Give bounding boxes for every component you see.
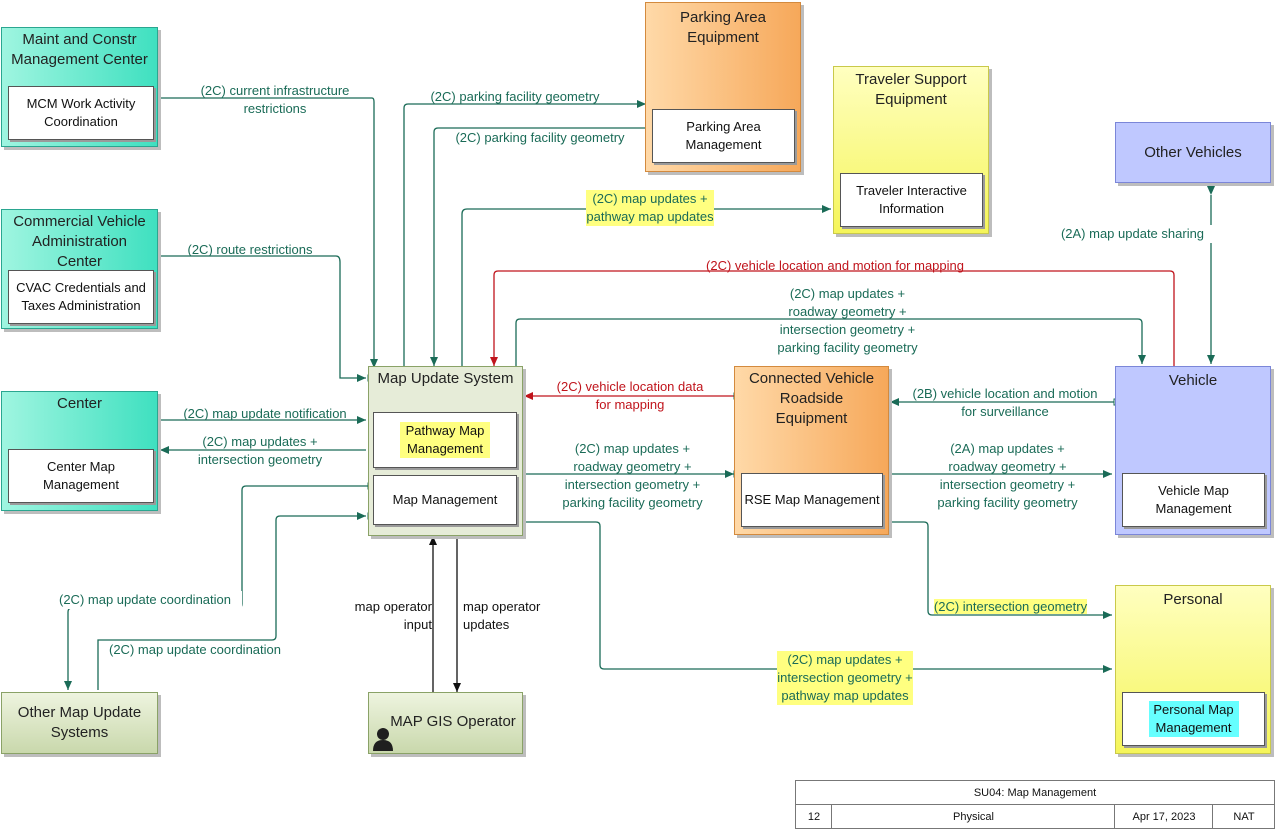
flow-line-route (154, 255, 366, 382)
vehicle-inner[interactable]: Vehicle Map Management (1122, 473, 1265, 527)
footer-row: 12 Physical Apr 17, 2023 NAT (795, 804, 1275, 829)
cva-inner[interactable]: CVAC Credentials and Taxes Administratio… (8, 270, 154, 324)
omus-box[interactable]: Other Map Update Systems (1, 692, 158, 754)
person-icon (373, 728, 393, 751)
flow-label-personal: (2C) map updates + intersection geometry… (777, 651, 913, 705)
cvre-title: Connected Vehicle Roadside Equipment (748, 370, 875, 427)
flow-line-intersection (886, 521, 1112, 619)
flow-label-parking-2: (2C) parking facility geometry (455, 130, 625, 145)
flow-label-center-updates: (2C) map updates + intersection geometry (197, 434, 323, 467)
omus-title: Other Map Update Systems (17, 704, 142, 741)
flow-label-intersection: (2C) intersection geometry (933, 599, 1088, 614)
mcm-title: Maint and Constr Management Center (11, 31, 148, 68)
flow-line-parking-2 (430, 127, 646, 366)
personal-inner[interactable]: Personal Map Management (1122, 692, 1265, 746)
parking-inner[interactable]: Parking Area Management (652, 109, 795, 163)
parking-box[interactable]: Parking Area Equipment Parking Area Mana… (645, 2, 801, 172)
personal-box[interactable]: Personal Personal Map Management (1115, 585, 1271, 754)
cvre-inner[interactable]: RSE Map Management (741, 473, 883, 527)
footer-number: 12 (807, 810, 821, 823)
gis-title: MAP GIS Operator (390, 713, 516, 730)
footer-title: SU04: Map Management (795, 780, 1275, 805)
personal-inner-label: Personal Map Management (1148, 701, 1239, 737)
mus-inner-map[interactable]: Map Management (373, 475, 517, 525)
footer-date: Apr 17, 2023 (1114, 805, 1213, 828)
flow-label-notification: (2C) map update notification (183, 406, 347, 421)
flow-label-operator-updates: map operator updates (463, 599, 541, 632)
flow-line-vehicle-motion (490, 270, 1175, 366)
flow-line-infra (154, 97, 378, 368)
flow-line-parking-1 (403, 100, 646, 370)
mus-title: Map Update System (377, 370, 514, 387)
mus-inner-pathway-label: Pathway Map Management (400, 422, 490, 458)
flow-line-coord-2 (97, 512, 366, 690)
flow-label-sharing: (2A) map update sharing (1050, 225, 1215, 243)
mcm-box[interactable]: Maint and Constr Management Center MCM W… (1, 27, 158, 147)
center-inner[interactable]: Center Map Management (8, 449, 154, 503)
parking-title: Parking Area Equipment (680, 9, 766, 46)
footer-status: NAT (1212, 805, 1275, 828)
mus-inner-pathway[interactable]: Pathway Map Management (373, 412, 517, 468)
traveler-inner[interactable]: Traveler Interactive Information (840, 173, 983, 227)
traveler-title: Traveler Support Equipment (855, 71, 967, 108)
flow-line-traveler (461, 205, 831, 370)
mcm-inner[interactable]: MCM Work Activity Coordination (8, 86, 154, 140)
vehicle-title: Vehicle (1168, 372, 1218, 389)
flow-label-parking-1: (2C) parking facility geometry (430, 89, 600, 104)
flow-label-vehicle-updates: (2C) map updates + roadway geometry + in… (777, 286, 918, 355)
flow-label-location-data: (2C) vehicle location data for mapping (556, 379, 704, 412)
other-vehicles-box[interactable]: Other Vehicles (1115, 122, 1271, 183)
cvre-box[interactable]: Connected Vehicle Roadside Equipment RSE… (734, 366, 889, 535)
flow-label-traveler: (2C) map updates + pathway map updates (586, 190, 714, 226)
footer-view: Physical (831, 805, 1115, 828)
flow-line-personal (522, 521, 1112, 673)
cva-box[interactable]: Commercial Vehicle Administration Center… (1, 209, 158, 329)
gis-box[interactable]: MAP GIS Operator (368, 692, 523, 754)
vehicle-box[interactable]: Vehicle Vehicle Map Management (1115, 366, 1271, 535)
flow-label-route: (2C) route restrictions (187, 242, 313, 257)
other-vehicles-title: Other Vehicles (1144, 144, 1242, 161)
flow-label-vehicle-motion: (2C) vehicle location and motion for map… (706, 258, 964, 273)
flow-label-coord-2: (2C) map update coordination (109, 642, 281, 657)
center-title: Center (56, 395, 103, 412)
flow-line-vehicle-updates (515, 318, 1146, 368)
flow-label-operator-input: map operator input (354, 599, 432, 632)
mus-box[interactable]: Map Update System Pathway Map Management… (368, 366, 523, 536)
traveler-box[interactable]: Traveler Support Equipment Traveler Inte… (833, 66, 989, 234)
flow-label-infra: (2C) current infrastructure restrictions (200, 83, 350, 116)
footer-title-text: SU04: Map Management (973, 786, 1097, 799)
cva-title: Commercial Vehicle Administration Center (13, 213, 146, 270)
flow-label-surveillance: (2B) vehicle location and motion for sur… (912, 386, 1098, 419)
flow-label-rse-updates: (2C) map updates + roadway geometry + in… (562, 441, 703, 510)
center-box[interactable]: Center Center Map Management (1, 391, 158, 511)
flow-label-coord-1: (2C) map update coordination (48, 591, 242, 609)
flow-label-rse-vehicle: (2A) map updates + roadway geometry + in… (937, 441, 1078, 510)
personal-title: Personal (1163, 591, 1223, 608)
